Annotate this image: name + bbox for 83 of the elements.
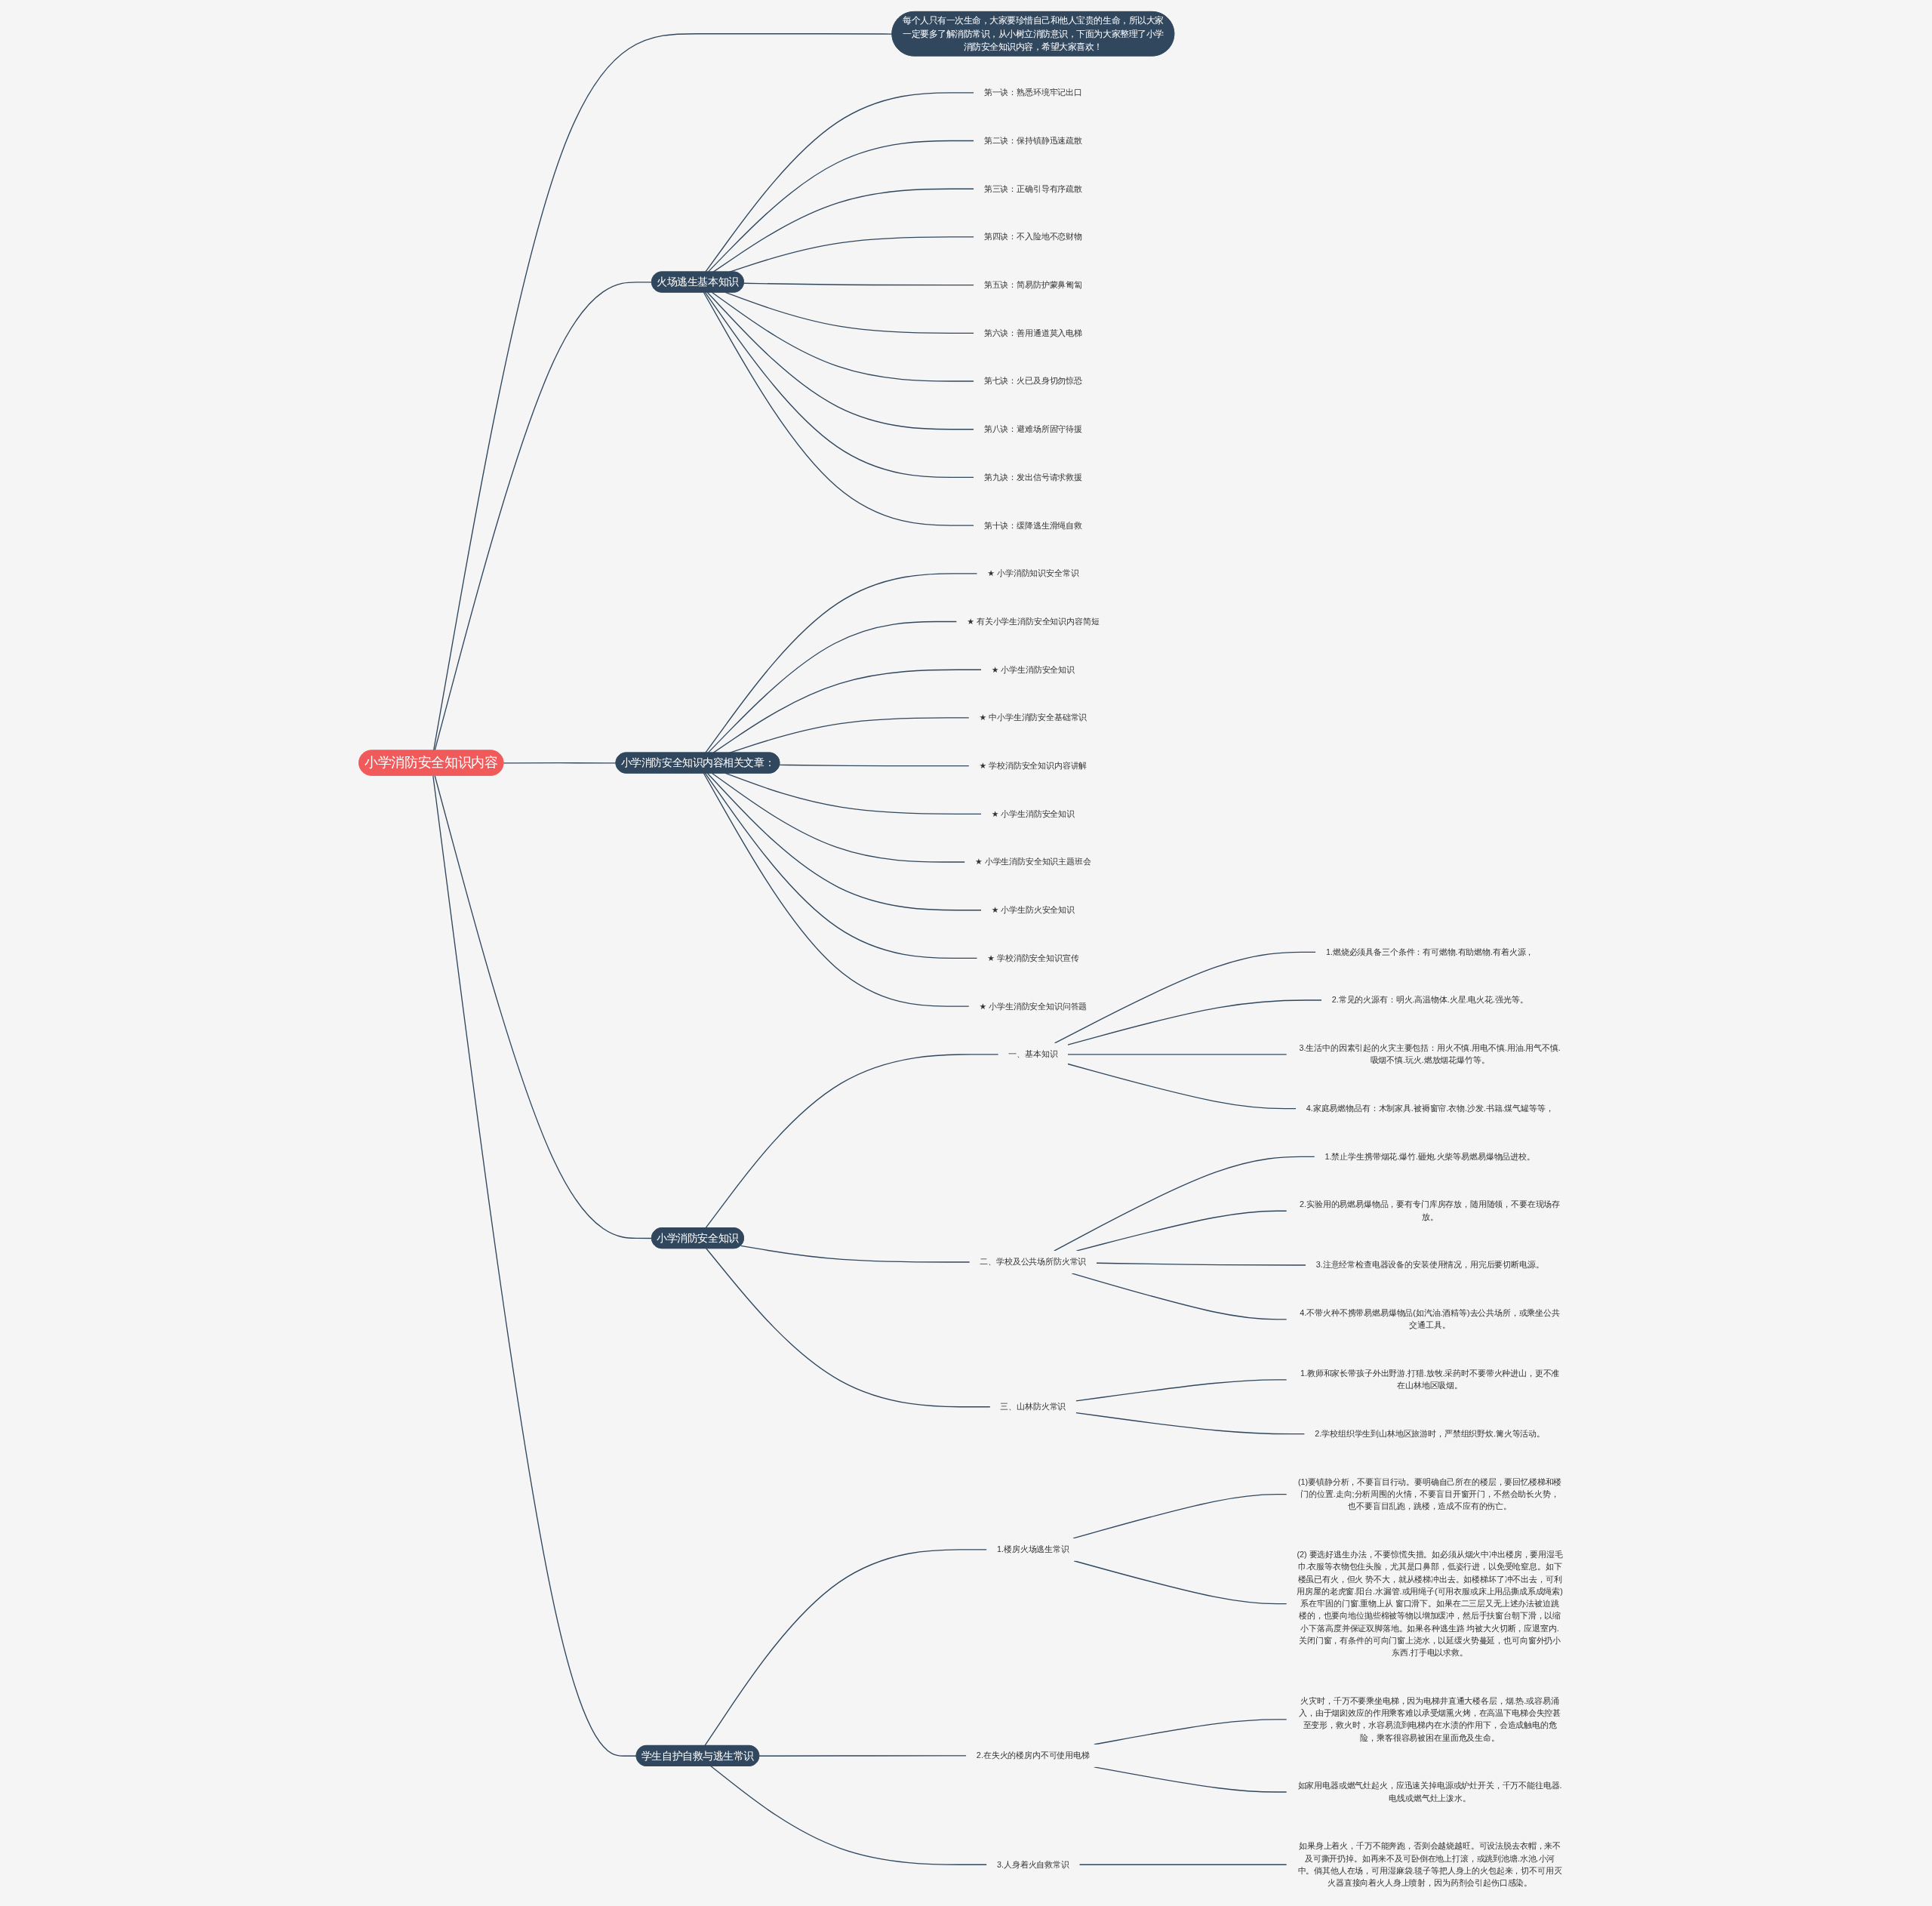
connector <box>1075 1210 1287 1252</box>
node-text: 3.生活中的因素引起的火灾主要包括：用火不慎.用电不慎.用油.用气不慎.吸烟不慎.玩火.燃放烟花爆竹等。 <box>1299 1043 1561 1065</box>
node-text: ★ 小学生消防安全知识 <box>991 809 1075 818</box>
node-text: 第二诀：保持镇静迅速疏散 <box>983 136 1082 145</box>
connector <box>703 772 970 1007</box>
connector <box>703 291 974 526</box>
connector <box>1073 1560 1287 1605</box>
connector <box>743 282 974 286</box>
connector <box>704 772 978 959</box>
connector <box>432 774 638 1757</box>
node-text: 第六诀：善用通道莫入电梯 <box>983 328 1082 337</box>
connector <box>704 1549 988 1747</box>
connector <box>706 772 982 911</box>
node-text: (2) 要选好逃生办法，不要惊慌失措。如必须从烟火中冲出楼房，要用湿毛巾.衣服等衣物包住头脸，尤其是口鼻部，低姿行进，以免受呛窒息。如下楼虽已有火，但火 势不大，就从楼梯冲出去。如楼梯坏了冲不出去，可利用房屋的老虎窗.阳台.水漏管.或用绳子(可用衣服或床上用品撕成系成绳索)系在牢固的门窗.重物上从 窗口滑下。如果在二三层又无上述办法被迫跳楼的，也要向地位抛些棉被等物以增加缓冲，然后手扶窗台朝下滑，以缩小下落高度并保证双脚落地。如果各种逃生路 均被大火切断，应退室内.关闭门窗，有条件的可向门窗上浇水，以延缓火势蔓延，也可向窗外扔小东西.打手电以求救。 <box>1297 1550 1563 1658</box>
connector <box>1067 1054 1287 1055</box>
node-text: 一、基本知识 <box>1008 1049 1058 1059</box>
connector <box>1094 1719 1287 1745</box>
node-text: ★ 小学消防知识安全常识 <box>987 568 1079 578</box>
connector <box>710 1766 988 1865</box>
node-text: 3.人身着火自救常识 <box>996 1860 1069 1869</box>
node-text: 2.常见的火源有：明火.高温物体.火星.电火花.强光等。 <box>1331 995 1528 1005</box>
node-text: 2.实验用的易燃易爆物品，要有专门库房存放，随用随领，不要在现场存放。 <box>1299 1199 1561 1221</box>
node-text: 1.教师和家长带孩子外出野游.打猎.放牧.采药时不要带火种进山，更不准在山林地区吸烟。 <box>1300 1369 1560 1390</box>
node-text: ★ 小学生消防安全知识主题班会 <box>975 857 1091 867</box>
node-text: 3.注意经常检查电器设备的安装使用情况，用完后要切断电源。 <box>1315 1260 1544 1270</box>
connector <box>434 282 653 751</box>
node-text: ★ 学校消防安全知识宣传 <box>987 953 1079 962</box>
node-text: 火灾时，千万不要乘坐电梯，因为电梯井直通大楼各层，烟.热.或容易涌入，由于烟囱效应的作用乘客难以承受烟熏火烤，在高温下电梯会失控甚至变形，救火时，水容易流到电梯内在水渍的作用下，会造成触电的危险，乘客很容易被困在里面危及生命。 <box>1299 1696 1561 1742</box>
connector <box>706 291 974 430</box>
node-text: 第三诀：正确引导有序疏散 <box>983 184 1082 193</box>
connector <box>758 1755 967 1757</box>
node-text: ★ 小学生消防安全知识问答题 <box>979 1002 1088 1011</box>
node-text: 如家用电器或燃气灶起火，应迅速关掉电源或炉灶开关，千万不能往电器.电线或燃气灶上泼水。 <box>1297 1781 1562 1803</box>
node-text: 1.禁止学生携带烟花.爆竹.砸炮.火柴等易燃易爆物品进校。 <box>1324 1152 1535 1161</box>
connector <box>1067 999 1322 1045</box>
node-text: 第四诀：不入险地不恋财物 <box>983 232 1082 242</box>
node-text: ★ 小学生消防安全知识 <box>991 665 1075 674</box>
connector <box>1075 1379 1287 1402</box>
node-text: 第十诀：缓降逃生滑绳自救 <box>983 521 1082 530</box>
node-text: 第五诀：简易防护蒙鼻匍匐 <box>983 280 1082 290</box>
connector <box>711 772 966 863</box>
node-text: 2.学校组织学生到山林地区旅游时，严禁组织野炊.篝火等活动。 <box>1315 1429 1545 1439</box>
node-text: 如果身上着火，千万不能奔跑，否则会越烧越旺。可设法脱去衣帽，来不及可撕开扔掉。如再来不及可卧倒在地上打滚，或跳到池塘.水池.小河中。倘其他人在场，可用湿麻袋.毯子等把人身上的火包起来，切不可用灭火器直接向着火人身上喷射，因为药剂会引起伤口感染。 <box>1297 1841 1562 1888</box>
connector <box>432 33 893 751</box>
connector <box>704 291 974 479</box>
connector <box>740 1245 971 1263</box>
connector <box>712 669 982 754</box>
connector <box>1072 1493 1287 1539</box>
connector <box>1054 1156 1315 1252</box>
node-text: ★ 有关小学生消防安全知识内容简短 <box>967 617 1100 626</box>
node-text: ★ 学校消防安全知识内容讲解 <box>979 761 1088 771</box>
node-text: 第八诀：避难场所固守待援 <box>983 424 1082 434</box>
connector <box>711 291 974 382</box>
node-text: (1)要镇静分析，不要盲目行动。要明确自己所在的楼层，要回忆楼梯和楼门的位置.走向;分析周围的火情，不要盲目开窗开门，不然会助长火势，也不要盲目乱跑，跳楼，造成不应有的伤亡。 <box>1297 1477 1562 1511</box>
connector <box>706 1248 991 1408</box>
connector <box>434 774 653 1239</box>
connector <box>705 573 978 754</box>
node-text: 第七诀：火已及身切勿惊恐 <box>983 376 1082 386</box>
node-text: 第九诀：发出信号请求救援 <box>983 473 1082 482</box>
node-text: 三、山林防火常识 <box>1000 1402 1066 1412</box>
node-text: ★ 小学生防火安全知识 <box>991 905 1075 915</box>
node-text: 2.在失火的楼房内不可使用电梯 <box>976 1751 1090 1760</box>
connector <box>503 762 617 764</box>
node-text: 第一诀：熟悉环境牢记出口 <box>983 88 1082 97</box>
connector <box>1071 1273 1287 1320</box>
connector <box>1096 1262 1306 1266</box>
connector <box>705 1054 999 1229</box>
connector <box>1075 1412 1306 1435</box>
connector <box>707 140 974 273</box>
node-text: 二、学校及公共场所防火常识 <box>980 1257 1087 1267</box>
node-text: 1.燃烧必须具备三个条件：有可燃物.有助燃物.有着火源， <box>1325 947 1534 956</box>
connector <box>1054 951 1317 1044</box>
connector <box>707 620 958 754</box>
node-text: ★ 中小学生消防安全基础常识 <box>979 713 1088 722</box>
connector <box>712 188 974 273</box>
node-text: 4.家庭易燃物品有：木制家具.被褥窗帘.衣物.沙发.书籍.煤气罐等等， <box>1306 1104 1554 1113</box>
connector <box>1078 1864 1287 1865</box>
node-text: 4.不带火种不携带易燃易爆物品(如汽油.酒精等)去公共场所，或乘坐公共交通工具。 <box>1300 1308 1560 1330</box>
connector <box>1067 1063 1297 1110</box>
connector <box>1094 1766 1287 1793</box>
connector <box>779 764 970 767</box>
node-text: 1.楼房火场逃生常识 <box>996 1544 1069 1554</box>
connector <box>705 92 974 273</box>
